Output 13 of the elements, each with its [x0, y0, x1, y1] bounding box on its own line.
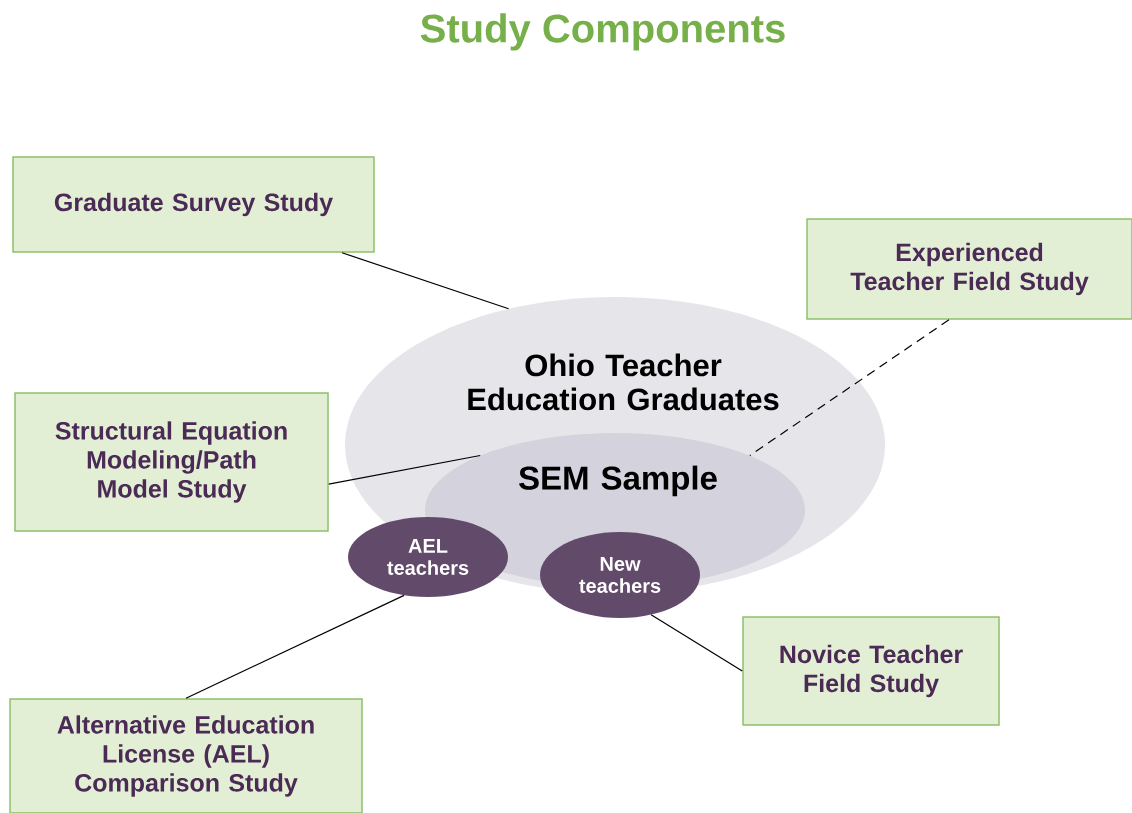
connector-line	[749, 319, 950, 457]
connector-line	[650, 614, 743, 672]
study-box: Experienced Teacher Field Study	[806, 218, 1132, 320]
connector-line	[341, 252, 510, 310]
study-box: Structural Equation Modeling/Path Model Study	[14, 392, 329, 532]
study-box: Graduate Survey Study	[12, 156, 375, 253]
connector-line	[185, 594, 405, 699]
study-box: Novice Teacher Field Study	[742, 616, 1000, 726]
oval-node: New teachers	[540, 532, 700, 618]
oval-node: AEL teachers	[348, 517, 508, 597]
connector-line	[328, 454, 481, 485]
study-box: Alternative Education License (AEL) Comparison Study	[9, 698, 363, 813]
title: Study Components	[420, 13, 785, 51]
